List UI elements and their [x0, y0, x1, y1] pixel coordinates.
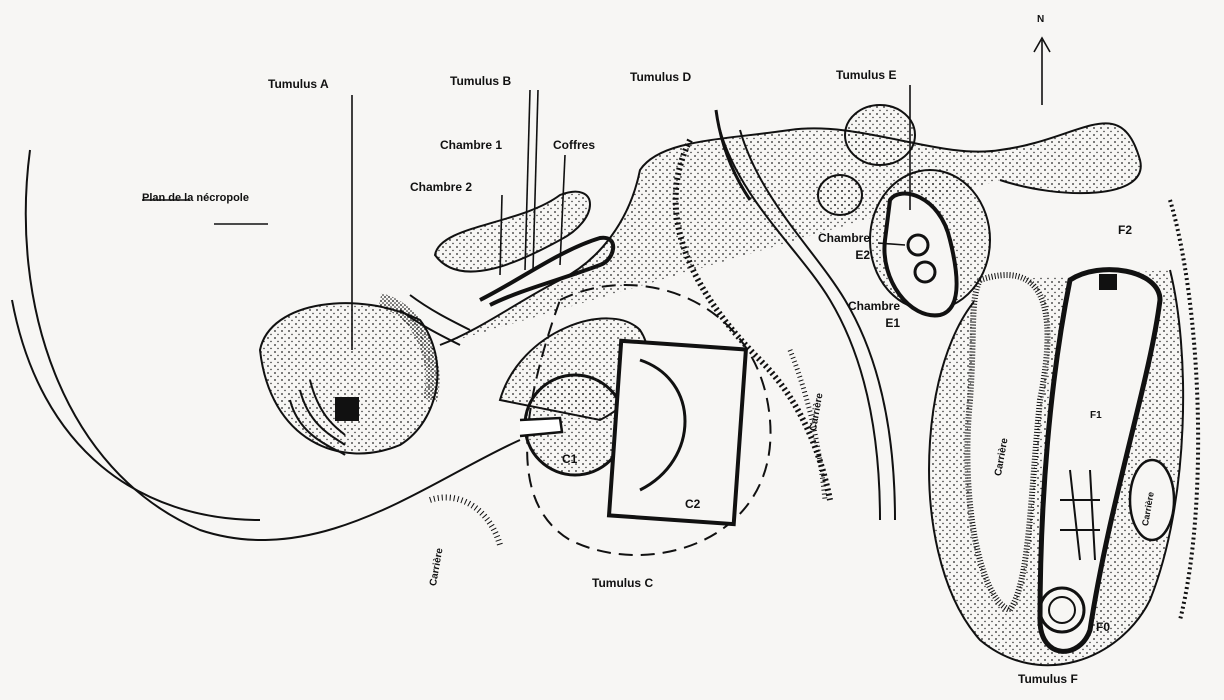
label-tumulus-b: Tumulus B	[450, 74, 512, 88]
label-f1: F1	[1090, 410, 1102, 421]
label-tumulus-f: Tumulus F	[1018, 672, 1078, 686]
label-chambre-e1: Chambre E1	[847, 299, 900, 330]
label-chambre-2: Chambre 2	[410, 180, 473, 194]
north-label: N	[1037, 14, 1045, 25]
chamber-c2-rect	[606, 338, 749, 527]
carriere-west-f	[964, 272, 1051, 614]
label-tumulus-c: Tumulus C	[592, 576, 654, 590]
label-f2: F2	[1118, 223, 1133, 237]
outer-boundary	[24, 149, 521, 541]
label-chambre-e2: Chambre E2	[817, 231, 870, 262]
tumulus-f-long-barrow	[1037, 267, 1163, 654]
label-tumulus-d: Tumulus D	[630, 70, 692, 84]
label-coffres: Coffres	[553, 138, 596, 152]
label-chambre-1: Chambre 1	[440, 138, 503, 152]
tumulus-a-chamber	[335, 397, 359, 421]
label-tumulus-e: Tumulus E	[836, 68, 897, 82]
chamber-f0	[1038, 586, 1086, 634]
tumulus-c-outline	[526, 284, 772, 556]
label-tumulus-a: Tumulus A	[268, 77, 329, 91]
plan-title: Plan de la nécropole	[142, 186, 272, 210]
label-c1: C1	[562, 452, 578, 466]
tumulus-d-corridor	[714, 109, 752, 201]
carriere-small-f	[1128, 458, 1176, 542]
tumulus-b-mound	[433, 190, 591, 273]
label-c2: C2	[685, 497, 701, 511]
plan-title-text: Plan de la nécropole	[142, 192, 249, 204]
label-f0: F0	[1096, 620, 1111, 634]
